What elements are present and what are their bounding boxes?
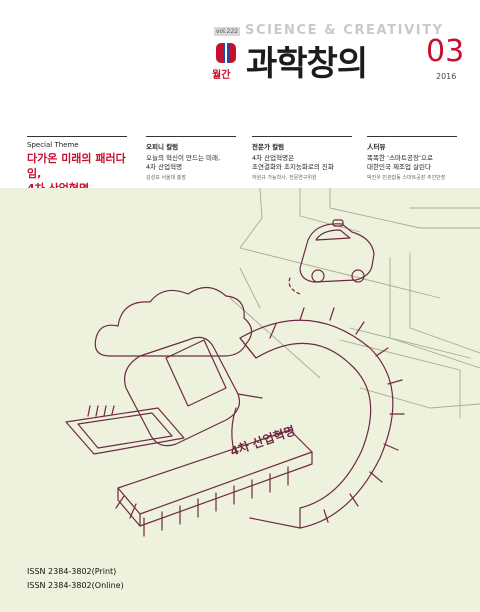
self-driving-car-icon xyxy=(288,219,375,295)
magazine-logo-icon xyxy=(216,43,236,63)
column-interview: 人터뷰 똑똑한 ‘스마트공장’으로 대한민국 제조업 살린다 박진우 민관합동 … xyxy=(367,136,457,181)
column-line: 4차 산업혁명 xyxy=(146,163,183,171)
column-line: 오늘의 혁신이 만드는 미래, xyxy=(146,154,221,162)
column-author: 하원규 가능학사, 전문연구위원 xyxy=(252,175,317,181)
issue-year: 2016 xyxy=(436,72,457,81)
column-line: 대한민국 제조업 살린다 xyxy=(367,163,431,171)
tablet-icon xyxy=(65,405,185,455)
volume-badge: vol.222 xyxy=(214,27,240,36)
column-expert: 전문가 칼럼 4차 산업혁명은 초연결화와 초지능화로의 진화 하원규 가능학사… xyxy=(252,136,352,181)
column-heading: 人터뷰 xyxy=(367,143,386,151)
column-author: 김성모 서울대 총장 xyxy=(146,175,186,181)
special-theme-title-line1: 다가온 미래의 패러다임, xyxy=(27,152,126,180)
special-theme-block: Special Theme 다가온 미래의 패러다임, 4차 산업혁명 xyxy=(27,136,127,196)
column-line: 똑똑한 ‘스마트공장’으로 xyxy=(367,154,433,162)
issn-print: ISSN 2384-3802(Print) xyxy=(27,567,117,576)
column-line: 초연결화와 초지능화로의 진화 xyxy=(252,163,334,171)
smartwatch-icon xyxy=(124,336,263,447)
microchip-icon xyxy=(115,429,313,537)
column-heading: 전문가 칼럼 xyxy=(252,143,285,151)
column-heading: 오피니 칼럼 xyxy=(146,143,179,151)
cloud-icon xyxy=(94,286,253,357)
column-opinion: 오피니 칼럼 오늘의 혁신이 만드는 미래, 4차 산업혁명 김성모 서울대 총… xyxy=(146,136,236,181)
issn-online: ISSN 2384-3802(Online) xyxy=(27,581,124,590)
special-theme-label: Special Theme xyxy=(27,141,79,149)
column-line: 4차 산업혁명은 xyxy=(252,154,295,162)
series-line: SCIENCE & CREATIVITY xyxy=(245,23,444,38)
issue-number: 03 xyxy=(426,34,465,69)
magazine-title: 과학창의 xyxy=(246,44,368,84)
column-author: 박진우 민관합동 스마트공장 추진단장 xyxy=(367,175,446,181)
road-lines xyxy=(229,188,480,419)
cover-illustration: 4차 산업혁명 xyxy=(0,188,480,612)
monthly-label: 월간 xyxy=(212,70,231,81)
